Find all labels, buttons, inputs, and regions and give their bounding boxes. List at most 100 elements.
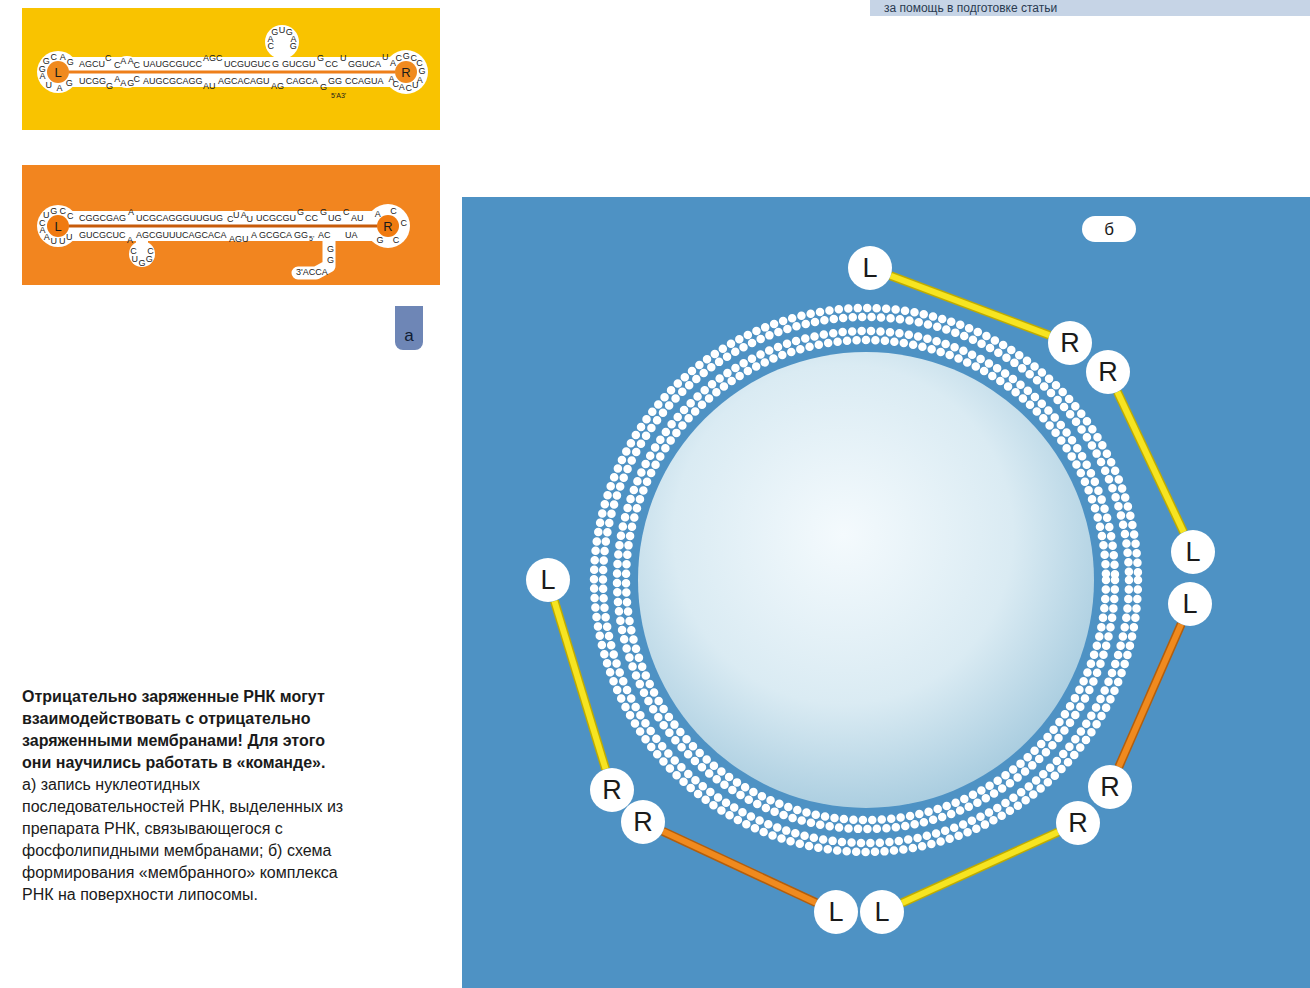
end-letter: R	[1100, 774, 1120, 801]
sequence-holder: GGUCA	[348, 59, 381, 69]
nucleotide-sequence: 5'	[309, 235, 314, 243]
sequence-holder: G	[327, 255, 334, 265]
end-letter: R	[1098, 359, 1118, 386]
rna-end-circle: R	[590, 768, 634, 812]
yellow-band	[22, 8, 440, 130]
rna-end-circle: L	[526, 558, 570, 602]
nucleotide: G	[271, 28, 278, 37]
end-letter: L	[540, 567, 555, 594]
end-letter: R	[1060, 330, 1080, 357]
nucleotide-sequence: CC	[305, 213, 318, 223]
sequence-holder: UCGCAGGGUUGUG	[136, 213, 223, 223]
sequence-holder: GG	[328, 76, 342, 86]
connector-group	[1117, 392, 1183, 532]
nucleotide: A	[120, 56, 126, 65]
sequence-holder: GUCGU	[282, 59, 316, 69]
nucleotide: C	[67, 211, 74, 220]
rna-end-marker: R	[377, 215, 399, 237]
connector-outline	[663, 831, 816, 902]
node-circle	[1168, 582, 1212, 626]
nucleotide: U	[51, 237, 58, 246]
sequence-holder: GG	[294, 230, 308, 240]
nucleotide: G	[146, 255, 153, 264]
end-letter: L	[862, 255, 877, 282]
nucleotide: C	[114, 61, 121, 70]
connector-group	[663, 831, 816, 902]
panel-letter: а	[404, 326, 413, 345]
sequence-holder: UG	[328, 213, 342, 223]
nucleotide: C	[406, 83, 413, 92]
sequence-holder: U	[340, 53, 347, 63]
sequence-holder: AGC	[203, 53, 223, 63]
nucleotide-sequence: 5'A3'	[331, 92, 346, 100]
nucleotide-sequence: C	[343, 207, 350, 217]
nucleotide-sequence: AGU	[229, 234, 249, 244]
nucleotide: C	[60, 206, 67, 215]
caption-block: Отрицательно заряженные РНК могут взаимо…	[22, 686, 352, 906]
nucleotide: U	[247, 215, 254, 224]
nucleotide: C	[401, 219, 408, 228]
nucleotide-sequence: G	[297, 207, 304, 217]
rna-end-circle: L	[1171, 530, 1215, 574]
rna-backbone	[69, 71, 395, 74]
sequence-holder: G	[297, 207, 304, 217]
nucleotide-sequence: GUCGU	[282, 59, 316, 69]
caption-text: а) запись нуклеотидных последовательност…	[22, 774, 352, 906]
nucleotide: A	[399, 83, 405, 92]
nucleotide-sequence: A	[251, 230, 257, 240]
nucleotide: A	[375, 209, 381, 218]
end-letter: L	[1182, 591, 1197, 618]
rna-molecule-link	[1119, 624, 1181, 767]
nucleotide-sequence: G	[320, 82, 327, 92]
sequence-holder: AUGCGCAGG	[143, 76, 203, 86]
sequence-holder: CGGCGAG	[79, 213, 126, 223]
nucleotide-sequence: U	[340, 53, 347, 63]
sequence-holder: G	[272, 59, 279, 69]
nucleotide: C	[393, 235, 400, 244]
rna-end-circle: R	[1088, 765, 1132, 809]
nucleotide-sequence: A	[128, 207, 134, 217]
nucleotide: G	[50, 206, 57, 215]
nucleotide-sequence: G	[320, 207, 327, 217]
node-circle	[848, 246, 892, 290]
rna-backbone	[69, 225, 377, 228]
rna-end-circle: L	[860, 890, 904, 934]
nucleotide: A	[417, 76, 423, 85]
connector-group	[69, 72, 395, 73]
nucleotide-sequence: UCGG	[79, 76, 106, 86]
sequence-holder: A	[127, 235, 133, 245]
nucleotide-sequence: GCGCA	[259, 230, 292, 240]
rna-end-marker: L	[47, 215, 69, 237]
end-letter: L	[828, 899, 843, 926]
nucleotide-sequence: AUGCGCAGG	[143, 76, 203, 86]
nucleotide-sequence: G	[272, 59, 279, 69]
node-circle	[526, 558, 570, 602]
nucleotide: G	[43, 57, 50, 66]
node-circle	[47, 215, 69, 237]
nucleotide-sequence: UG	[328, 213, 342, 223]
nucleotide-sequence: G	[317, 53, 324, 63]
sequence-holder: G	[317, 53, 324, 63]
nucleotide: A	[114, 74, 120, 83]
rna-end-circle: L	[814, 890, 858, 934]
sequence-holder: CAGCA	[286, 76, 318, 86]
nucleotide: C	[134, 74, 141, 83]
sequence-holder: UCGG	[79, 76, 106, 86]
rna-end-circle: R	[1086, 350, 1130, 394]
sequence-holder: CC	[305, 213, 318, 223]
nucleotide: U	[233, 210, 240, 219]
connector-outline	[1117, 392, 1183, 532]
nucleotide: C	[392, 80, 399, 89]
nucleotide: A	[128, 56, 134, 65]
nucleotide-sequence: AU	[351, 213, 364, 223]
nucleotide-sequence: AGCGUUUCAGCACA	[136, 230, 227, 240]
nucleotide-sequence: AC	[318, 230, 331, 240]
node-circle	[860, 890, 904, 934]
rna-molecule-link	[554, 601, 605, 769]
nucleotide-sequence: CGGCGAG	[79, 213, 126, 223]
nucleotide: C	[51, 52, 58, 61]
sequence-holder: G	[327, 244, 334, 254]
nucleotide-sequence: A	[127, 235, 133, 245]
nucleotide: U	[59, 237, 66, 246]
sequence-holder: AGCGUUUCAGCACA	[136, 230, 227, 240]
